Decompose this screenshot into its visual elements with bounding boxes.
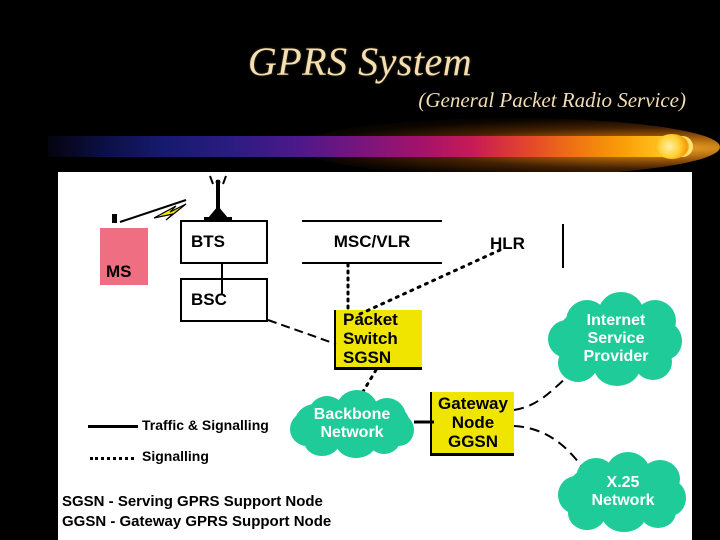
- link-hlr-sgsn: [358, 248, 502, 316]
- node-ms[interactable]: MS: [100, 228, 148, 285]
- cloud-x25-network[interactable]: X.25 Network: [558, 452, 688, 532]
- link-ggsn-isp: [513, 377, 567, 411]
- cloud-backbone-line2: Network: [320, 424, 384, 441]
- node-ggsn-line3: GGSN: [447, 432, 499, 452]
- legend-swatch-signalling: [90, 457, 134, 460]
- comet-bar-decoration: [48, 136, 693, 157]
- legend-label-traffic-signalling: Traffic & Signalling: [142, 417, 269, 433]
- cloud-isp-line2: Service: [587, 330, 645, 348]
- ms-antenna-icon: [112, 214, 117, 223]
- node-ms-label: MS: [106, 262, 132, 281]
- legend-swatch-traffic-signalling: [88, 425, 138, 428]
- page-title: GPRS System: [247, 39, 473, 84]
- hlr-box-edge: [562, 224, 564, 268]
- link-ms-bts: [119, 199, 187, 223]
- node-sgsn-line3: SGSN: [343, 348, 392, 368]
- gprs-network-diagram: MS BTS BSC MSC/VLR HLR: [58, 172, 692, 540]
- cloud-x25-line1: X.25: [606, 474, 640, 492]
- node-ggsn-line1: Gateway: [438, 393, 508, 413]
- node-ggsn-line2: Node: [451, 412, 495, 432]
- node-bsc[interactable]: BSC: [180, 278, 268, 322]
- abbreviation-ggsn: GGSN - Gateway GPRS Support Node: [62, 513, 332, 530]
- cloud-isp-line3: Provider: [583, 347, 649, 365]
- cloud-x25-line2: Network: [591, 492, 655, 509]
- antenna-tower-icon: [204, 175, 232, 221]
- cloud-backbone-line1: Backbone: [313, 406, 391, 424]
- node-ggsn[interactable]: Gateway Node GGSN: [430, 392, 514, 456]
- link-sgsn-backbone: [356, 368, 378, 402]
- node-msc-vlr[interactable]: MSC/VLR: [302, 220, 442, 264]
- comet-tip-decoration: [655, 134, 689, 159]
- cloud-internet-service-provider[interactable]: Internet Service Provider: [548, 292, 684, 386]
- abbreviation-sgsn: SGSN - Serving GPRS Support Node: [62, 493, 323, 510]
- node-bts-label: BTS: [191, 232, 225, 251]
- cloud-backbone-network[interactable]: Backbone Network: [288, 390, 416, 458]
- node-sgsn[interactable]: Packet Switch SGSN: [334, 310, 422, 370]
- page-subtitle: (General Packet Radio Service): [418, 88, 686, 112]
- link-bsc-sgsn: [267, 319, 337, 345]
- node-msc-vlr-label: MSC/VLR: [333, 232, 411, 251]
- node-hlr-label: HLR: [490, 234, 525, 253]
- lightning-bolt-icon: [153, 203, 187, 221]
- legend-label-signalling: Signalling: [142, 448, 209, 464]
- title-area: GPRS System (General Packet Radio Servic…: [0, 0, 720, 176]
- node-bsc-label: BSC: [191, 290, 227, 309]
- node-bts[interactable]: BTS: [180, 220, 268, 264]
- node-sgsn-line2: Switch: [343, 328, 398, 348]
- cloud-isp-line1: Internet: [586, 312, 646, 330]
- node-hlr[interactable]: HLR: [490, 232, 550, 256]
- node-sgsn-line1: Packet: [343, 309, 398, 329]
